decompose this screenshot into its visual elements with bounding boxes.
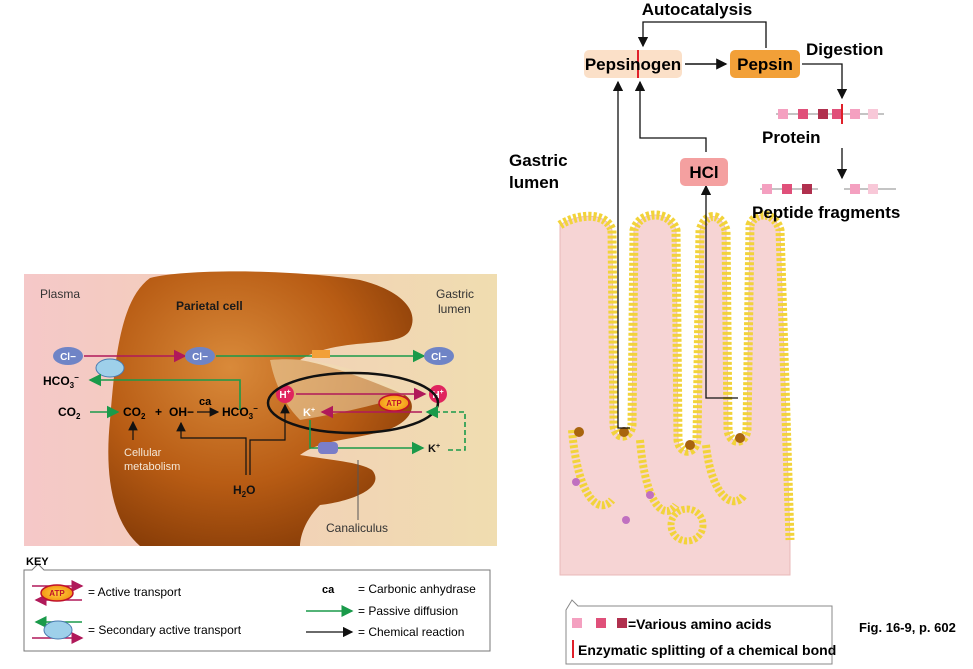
atp-label: ATP bbox=[386, 399, 402, 408]
plasma-label: Plasma bbox=[40, 287, 80, 301]
parietal-cell-shape bbox=[108, 271, 413, 546]
autocatalysis-label: Autocatalysis bbox=[642, 0, 753, 19]
legend-amino-acids: =Various amino acids bbox=[628, 616, 772, 632]
amino-acid-legend: =Various amino acids Enzymatic splitting… bbox=[565, 599, 836, 665]
water-to-h-arrow bbox=[249, 403, 290, 475]
atp-pump-icon bbox=[378, 394, 410, 412]
cellular-metabolism-2: metabolism bbox=[124, 461, 180, 473]
legend-enzymatic-splitting: Enzymatic splitting of a chemical bond bbox=[578, 642, 836, 658]
h2o-label: H2O bbox=[233, 483, 255, 499]
exchanger-carrier bbox=[95, 358, 125, 378]
hcl-secretion-arrow bbox=[700, 184, 738, 399]
pepsin-label: Pepsin bbox=[737, 55, 793, 74]
plus-sign: + bbox=[155, 405, 162, 419]
ca-enzyme-label: ca bbox=[199, 396, 212, 408]
key-atp-icon bbox=[40, 584, 74, 602]
key-ca: ca bbox=[322, 584, 335, 596]
water-to-oh-arrow bbox=[176, 421, 247, 475]
pepsinogen-label: Pepsinogen bbox=[585, 55, 681, 74]
epithelium-lining bbox=[557, 210, 795, 541]
protein-label: Protein bbox=[762, 128, 821, 147]
parietal-cell-label: Parietal cell bbox=[176, 299, 243, 313]
cl-channel bbox=[312, 350, 330, 358]
key-carbonic-anhydrase: = Carbonic anhydrase bbox=[358, 582, 476, 596]
cl-ion-plasma bbox=[53, 347, 83, 365]
parietal-cell-panel: Plasma Parietal cell Gastric lumen Cl− C… bbox=[24, 271, 497, 546]
cl-ion-cell bbox=[185, 347, 215, 365]
hco3-plasma: HCO3− bbox=[43, 373, 79, 390]
pepsinogen-secretion-arrow bbox=[612, 80, 630, 429]
cl-ion-lumen bbox=[424, 347, 454, 365]
key-carrier-icon bbox=[43, 620, 73, 640]
key-chemical-reaction: = Chemical reaction bbox=[358, 625, 464, 639]
pepsinogen-box bbox=[584, 50, 682, 78]
h-ion-cell-label: H+ bbox=[279, 389, 290, 401]
gastric-lumen-label-1: Gastric bbox=[436, 287, 474, 301]
amino-swatch-dark bbox=[617, 618, 627, 628]
cellular-metabolism-1: Cellular bbox=[124, 447, 162, 459]
gastric-lumen-title-1: Gastric bbox=[509, 151, 568, 170]
k-recycle-arrow bbox=[425, 405, 466, 451]
gastric-pit-1 bbox=[568, 429, 616, 510]
canaliculus-lumen bbox=[270, 359, 405, 420]
peptide-fragments-label: Peptide fragments bbox=[752, 203, 900, 222]
chief-cell-3 bbox=[685, 440, 695, 450]
oh-ion: OH− bbox=[169, 405, 194, 419]
hcl-activation-arrow bbox=[634, 80, 707, 152]
key-title: KEY bbox=[26, 556, 49, 568]
key-secondary-active: = Secondary active transport bbox=[88, 623, 242, 637]
gastric-pit-2 bbox=[636, 439, 680, 515]
k-passive-arrow bbox=[309, 420, 425, 455]
autocatalysis-arrow bbox=[637, 21, 767, 48]
cl-ion-plasma-label: Cl− bbox=[60, 352, 76, 363]
parietal-cell-dot-2 bbox=[646, 491, 654, 499]
cl-ion-cell-label: Cl− bbox=[192, 352, 208, 363]
amino-swatch-light bbox=[572, 618, 582, 628]
pepsin-box bbox=[730, 50, 800, 78]
gastric-lumen-title-2: lumen bbox=[509, 173, 559, 192]
chief-cell-4 bbox=[735, 433, 745, 443]
chief-cell-1 bbox=[574, 427, 584, 437]
digestion-label: Digestion bbox=[806, 40, 883, 59]
gastric-lumen-panel: Pepsinogen Pepsin Autocatalysis Digestio… bbox=[509, 0, 900, 576]
key-legend: KEY ATP = Active transport = Secondary a… bbox=[23, 556, 491, 652]
k-channel bbox=[318, 442, 338, 454]
digestion-arrow bbox=[802, 63, 848, 100]
protein-chain bbox=[776, 104, 884, 124]
chief-cell-2 bbox=[619, 427, 629, 437]
hcl-box bbox=[680, 158, 728, 186]
k-ion-cell: K+ bbox=[303, 407, 315, 419]
parietal-cell-dot-1 bbox=[572, 478, 580, 486]
figure-reference: Fig. 16-9, p. 602 bbox=[859, 620, 956, 635]
k-ion-lumen: K+ bbox=[428, 443, 440, 455]
key-active-transport: = Active transport bbox=[88, 585, 182, 599]
hcl-label: HCl bbox=[689, 163, 718, 182]
h-ion-lumen bbox=[429, 385, 447, 403]
co2-plasma: CO2 bbox=[58, 405, 81, 421]
hco3-passive-arrow bbox=[88, 373, 241, 410]
parietal-cell-dot-3 bbox=[622, 516, 630, 524]
pump-highlight-ellipse bbox=[266, 371, 440, 435]
gastric-gland-cross-section bbox=[667, 505, 707, 545]
peptide-fragments bbox=[760, 184, 896, 194]
gastric-pit-3 bbox=[702, 444, 748, 506]
co2-cell: CO2 bbox=[123, 405, 146, 421]
key-passive-diffusion: = Passive diffusion bbox=[358, 604, 458, 618]
amino-swatch-mid bbox=[596, 618, 606, 628]
hco3-cell: HCO3− bbox=[222, 404, 258, 421]
cl-ion-lumen-label: Cl− bbox=[431, 352, 447, 363]
gastric-lumen-label-2: lumen bbox=[438, 302, 471, 316]
h-ion-cell bbox=[276, 385, 294, 403]
canaliculus-label: Canaliculus bbox=[326, 521, 388, 535]
key-atp-label: ATP bbox=[49, 589, 65, 598]
